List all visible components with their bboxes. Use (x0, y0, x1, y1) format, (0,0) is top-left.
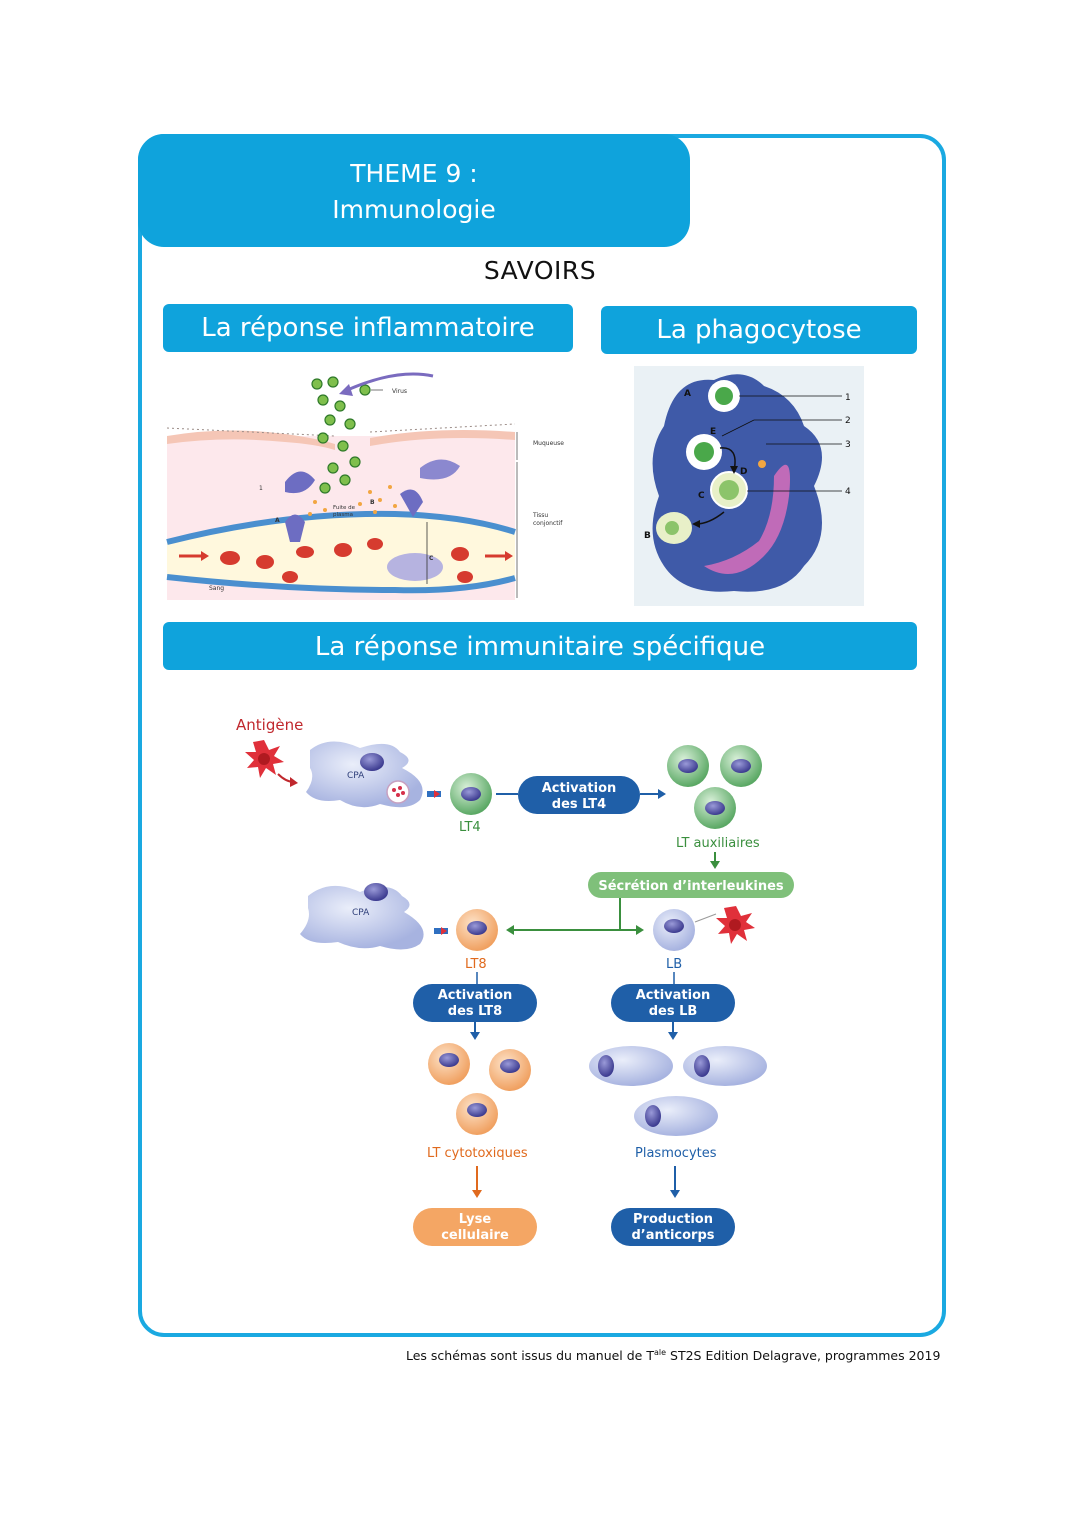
label-c: C (429, 555, 434, 562)
neutrophil (400, 489, 423, 517)
activation-lt8-line1: Activation (438, 988, 513, 1003)
bacterium-a (715, 387, 733, 405)
label-plasmocytes: Plasmocytes (635, 1146, 717, 1161)
activation-lt4-box (518, 776, 640, 814)
activation-lb-line2: des LB (649, 1004, 698, 1019)
activation-lt8-line2: des LT8 (448, 1004, 502, 1019)
label-sang: Sang (209, 585, 224, 592)
label-lt4: LT4 (459, 820, 481, 835)
mucosa-left (167, 430, 335, 450)
band-specific-label: La réponse immunitaire spécifique (314, 632, 766, 662)
phago-label-1: 1 (845, 393, 851, 403)
phago-label-e: E (710, 427, 716, 437)
label-antigene: Antigène (236, 716, 303, 734)
secretion-box (588, 872, 794, 898)
phago-label-b: B (644, 531, 651, 541)
macrophage (285, 471, 315, 494)
phago-label-c: C (698, 491, 705, 501)
viruses (311, 376, 371, 494)
footer-suffix: ST2S Edition Delagrave, programmes 2019 (666, 1348, 941, 1364)
label-cpa-1: CPA (347, 771, 365, 781)
lyse-box (413, 1208, 537, 1246)
label-lb: LB (666, 957, 682, 972)
antigen-icon (245, 740, 284, 778)
cpa-nucleus-2 (364, 883, 388, 901)
activation-lt8-box (413, 984, 537, 1022)
theme-header: THEME 9 : Immunologie (138, 134, 690, 247)
red-blood-cells (220, 538, 473, 583)
phago-label-a: A (684, 389, 691, 399)
diapedesis-cell (285, 514, 305, 542)
nucleus (704, 464, 790, 574)
band-inflammatory-label: La réponse inflammatoire (201, 313, 535, 343)
phagocytosis-diagram: A B C D E 1 2 3 4 (634, 366, 864, 606)
production-box (611, 1208, 735, 1246)
mucosa-right (370, 430, 515, 446)
label-lt-auxiliaires: LT auxiliaires (676, 836, 760, 851)
activation-lt4-line2: des LT4 (552, 797, 606, 812)
plasma-dots (308, 485, 397, 516)
leukocyte-in-vessel (387, 553, 443, 581)
label-muqueuse: Muqueuse (533, 440, 564, 447)
phago-label-4: 4 (845, 487, 851, 497)
activation-lt4-line1: Activation (542, 781, 617, 796)
footer-prefix: Les schémas sont issus du manuel de T (406, 1348, 654, 1364)
label-lt-cytotoxiques: LT cytotoxiques (427, 1146, 528, 1161)
label-fuite: Fuite de (333, 505, 356, 511)
label-virus: Virus (392, 388, 407, 395)
label-secretion: Sécrétion d’interleukines (598, 879, 784, 894)
cpa-nucleus-1 (360, 753, 384, 771)
footer-sup: ale (654, 1348, 667, 1357)
section-title: SAVOIRS (483, 256, 597, 285)
phago-label-2: 2 (845, 416, 851, 426)
inflammation-diagram: Virus Muqueuse Tissu conjonctif Sang Fui… (166, 372, 564, 600)
label-1: 1 (259, 485, 263, 492)
production-line1: Production (633, 1212, 713, 1227)
band-inflammatory: La réponse inflammatoire (163, 304, 573, 352)
lysosome (758, 460, 766, 468)
immune-response-diagram: Antigène CPA LT4 Activation des LT4 LT a… (236, 716, 794, 1246)
label-a: A (275, 517, 280, 524)
antigen-icon-lb (716, 906, 755, 944)
cpa-cell-2 (300, 885, 424, 950)
band-phagocytosis-label: La phagocytose (656, 315, 862, 345)
theme-number: THEME 9 : (350, 159, 478, 188)
label-plasma: plasma (333, 512, 353, 518)
phagosome-e (694, 442, 714, 462)
lyse-line1: Lyse (459, 1212, 492, 1227)
phago-label-d: D (740, 467, 747, 477)
label-cpa-2: CPA (352, 908, 370, 918)
label-b: B (370, 499, 375, 506)
footer-credit: Les schémas sont issus du manuel de Tale… (406, 1348, 940, 1363)
label-lt8: LT8 (465, 957, 487, 972)
theme-title: Immunologie (332, 195, 496, 224)
lyse-line2: cellulaire (441, 1228, 509, 1243)
phago-label-3: 3 (845, 440, 851, 450)
activation-lb-box (611, 984, 735, 1022)
label-conjonctif: conjonctif (533, 520, 563, 527)
plasmocyte-1 (589, 1046, 673, 1086)
label-tissu: Tissu (532, 512, 548, 519)
phagocyte (420, 459, 460, 480)
activation-lb-line1: Activation (636, 988, 711, 1003)
band-specific-response: La réponse immunitaire spécifique (163, 622, 917, 670)
production-line2: d’anticorps (631, 1228, 714, 1243)
band-phagocytosis: La phagocytose (601, 306, 917, 354)
